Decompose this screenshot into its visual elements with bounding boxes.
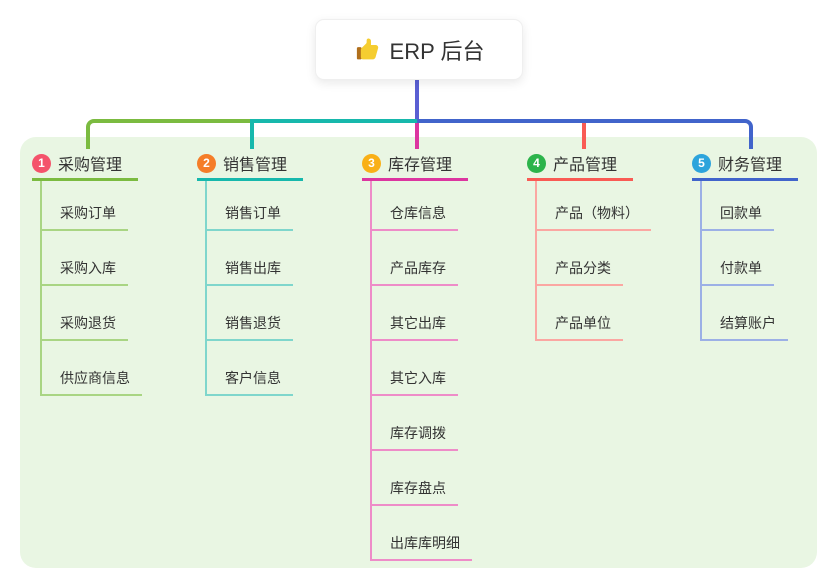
branch-title-label: 产品管理: [553, 157, 618, 174]
child-topic[interactable]: 采购入库: [42, 231, 128, 286]
branch-finance: 5 财务管理 回款单付款单结算账户: [692, 150, 798, 341]
child-topic[interactable]: 采购退货: [42, 286, 128, 341]
branch-number-badge: 5: [692, 153, 711, 173]
branch-title[interactable]: 2 销售管理: [197, 150, 303, 181]
child-topic-label: 其它出库: [390, 315, 446, 331]
child-topic-label: 销售出库: [225, 260, 281, 276]
connector-branch-2: [250, 119, 418, 149]
child-topic[interactable]: 仓库信息: [372, 181, 458, 231]
child-topic[interactable]: 结算账户: [702, 286, 788, 341]
branch-children: 回款单付款单结算账户: [700, 181, 788, 341]
branch-title-label: 财务管理: [718, 157, 783, 174]
child-topic[interactable]: 产品分类: [537, 231, 623, 286]
branch-number-badge: 2: [197, 153, 216, 173]
child-topic-label: 销售退货: [225, 315, 281, 331]
branch-title-label: 库存管理: [388, 157, 453, 174]
branch-purchase: 1 采购管理 采购订单采购入库采购退货供应商信息: [32, 150, 142, 396]
child-topic[interactable]: 销售退货: [207, 286, 293, 341]
child-topic-label: 供应商信息: [60, 370, 130, 386]
child-topic-label: 产品单位: [555, 315, 611, 331]
branch-title[interactable]: 1 采购管理: [32, 150, 138, 181]
root-node[interactable]: ERP 后台: [315, 19, 523, 80]
child-topic-label: 产品库存: [390, 260, 446, 276]
child-topic-label: 产品分类: [555, 260, 611, 276]
branch-title[interactable]: 3 库存管理: [362, 150, 468, 181]
branches-panel: [20, 137, 817, 568]
child-topic-label: 采购入库: [60, 260, 116, 276]
connector-branch-1: [86, 119, 254, 149]
branch-number-badge: 4: [527, 153, 546, 173]
branch-children: 仓库信息产品库存其它出库其它入库库存调拨库存盘点出库库明细: [370, 181, 472, 561]
branch-title-label: 销售管理: [223, 157, 288, 174]
child-topic[interactable]: 供应商信息: [42, 341, 142, 396]
child-topic[interactable]: 回款单: [702, 181, 774, 231]
child-topic-label: 库存调拨: [390, 425, 446, 441]
connector-branch-4: [582, 123, 586, 149]
child-topic[interactable]: 库存盘点: [372, 451, 458, 506]
branch-children: 产品（物料） 产品分类产品单位: [535, 181, 651, 341]
child-topic[interactable]: 产品单位: [537, 286, 623, 341]
child-topic-label: 付款单: [720, 260, 762, 276]
branch-sales: 2 销售管理 销售订单销售出库销售退货客户信息: [197, 150, 303, 396]
branch-product: 4 产品管理 产品（物料） 产品分类产品单位: [527, 150, 651, 341]
child-topic[interactable]: 产品库存: [372, 231, 458, 286]
branch-children: 采购订单采购入库采购退货供应商信息: [40, 181, 142, 396]
child-topic-label: 仓库信息: [390, 205, 446, 221]
child-topic-label: 采购订单: [60, 205, 116, 221]
child-topic-label: 出库库明细: [390, 535, 460, 551]
child-topic-label: 销售订单: [225, 205, 281, 221]
child-topic-label: 结算账户: [720, 315, 776, 331]
connector-branch-5: [417, 119, 753, 149]
branch-number-badge: 3: [362, 153, 381, 173]
branch-number-badge: 1: [32, 153, 51, 173]
child-topic[interactable]: 客户信息: [207, 341, 293, 396]
child-topic-label: 库存盘点: [390, 480, 446, 496]
child-topic-label: 其它入库: [390, 370, 446, 386]
thumbs-up-icon: [354, 37, 380, 63]
branch-title-label: 采购管理: [58, 157, 123, 174]
root-connector-line: [415, 79, 419, 120]
child-topic[interactable]: 采购订单: [42, 181, 128, 231]
branch-inventory: 3 库存管理 仓库信息产品库存其它出库其它入库库存调拨库存盘点出库库明细: [362, 150, 472, 561]
branch-title[interactable]: 5 财务管理: [692, 150, 798, 181]
root-label: ERP 后台: [389, 38, 485, 64]
child-topic-label: 产品（物料）: [555, 205, 639, 221]
child-topic-label: 采购退货: [60, 315, 116, 331]
branch-children: 销售订单销售出库销售退货客户信息: [205, 181, 293, 396]
connector-branch-3: [415, 123, 419, 149]
child-topic-label: 回款单: [720, 205, 762, 221]
child-topic[interactable]: 销售出库: [207, 231, 293, 286]
child-topic[interactable]: 其它入库: [372, 341, 458, 396]
child-topic[interactable]: 其它出库: [372, 286, 458, 341]
child-topic-label: 客户信息: [225, 370, 281, 386]
child-topic[interactable]: 库存调拨: [372, 396, 458, 451]
child-topic[interactable]: 产品（物料）: [537, 181, 651, 231]
child-topic[interactable]: 销售订单: [207, 181, 293, 231]
child-topic[interactable]: 出库库明细: [372, 506, 472, 561]
child-topic[interactable]: 付款单: [702, 231, 774, 286]
branch-title[interactable]: 4 产品管理: [527, 150, 633, 181]
